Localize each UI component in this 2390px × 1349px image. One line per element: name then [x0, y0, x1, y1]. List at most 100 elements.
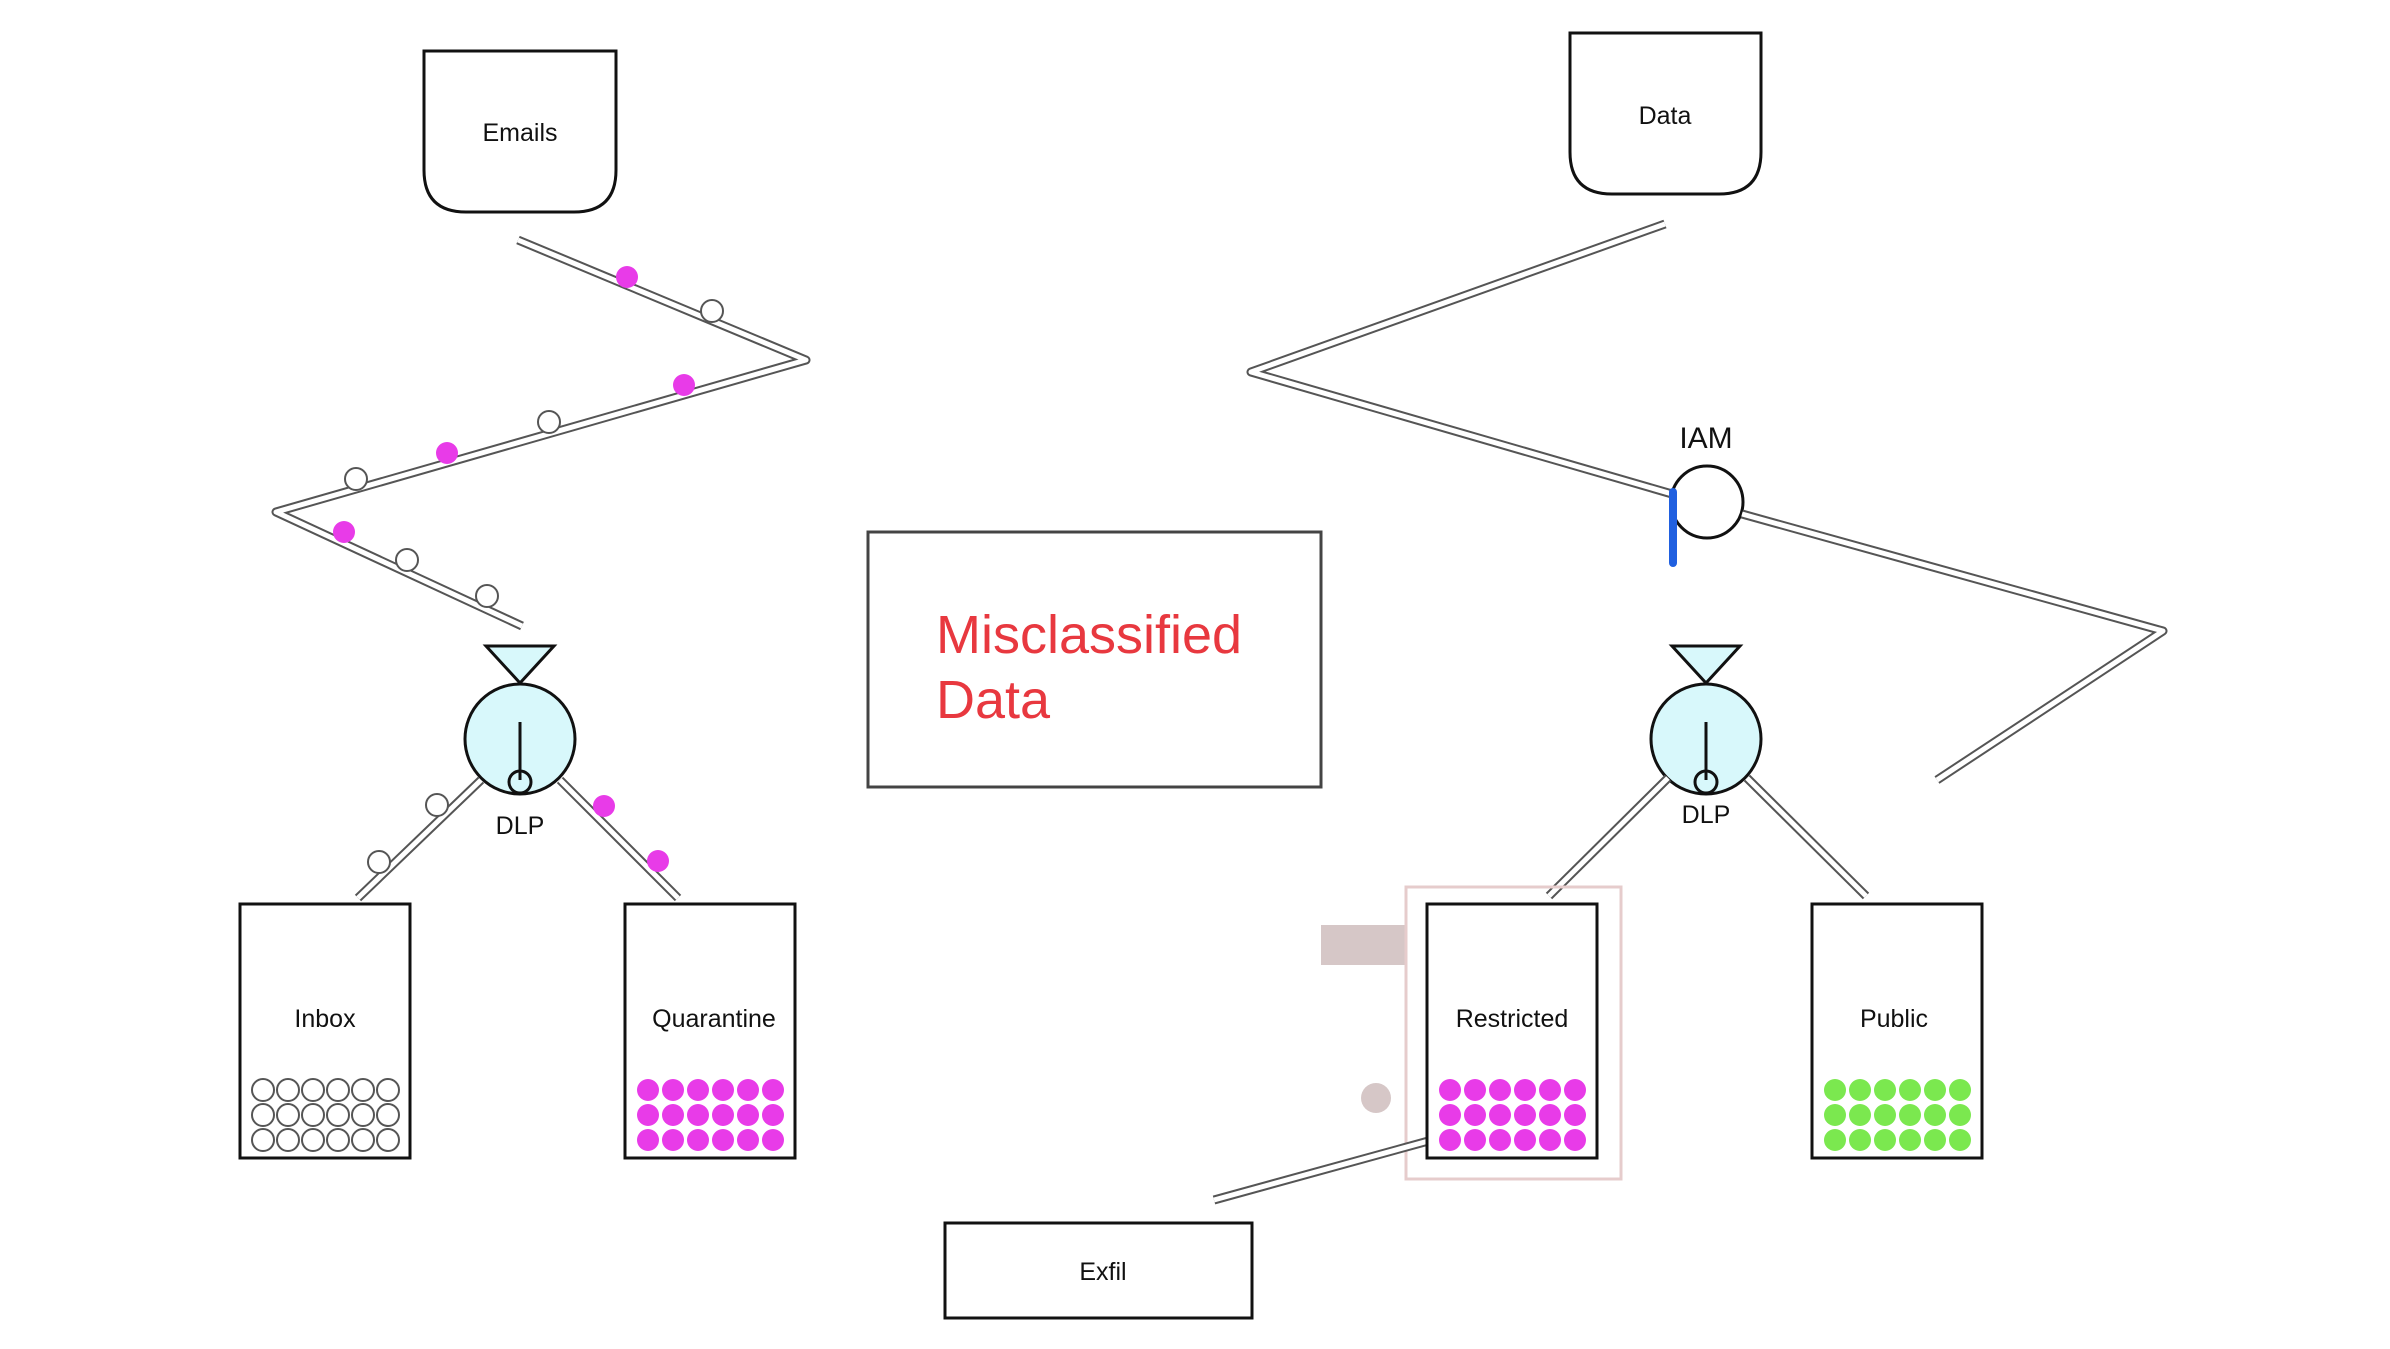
sensitive-ball: [1539, 1129, 1561, 1151]
sensitive-ball: [333, 521, 355, 543]
normal-ball: [376, 1103, 400, 1127]
normal-ball: [326, 1103, 350, 1127]
dlp-funnel-icon: [482, 644, 558, 686]
sensitive-ball: [737, 1079, 759, 1101]
public-ball: [1924, 1104, 1946, 1126]
sensitive-ball: [737, 1129, 759, 1151]
leak-marker: [1321, 925, 1407, 965]
public-ball: [1824, 1079, 1846, 1101]
right-pipeline: Data IAM DLP Restricted Public: [943, 31, 2168, 1320]
sensitive-ball: [1489, 1079, 1511, 1101]
dlp-label: DLP: [1682, 801, 1731, 829]
normal-ball: [351, 1078, 375, 1102]
sensitive-ball: [1439, 1079, 1461, 1101]
sensitive-ball: [712, 1104, 734, 1126]
data-source-label: Data: [1639, 102, 1692, 130]
sensitive-ball: [637, 1129, 659, 1151]
sensitive-ball: [737, 1104, 759, 1126]
data-source-box: [1568, 31, 1763, 196]
sensitive-ball: [1489, 1104, 1511, 1126]
public-ball: [1874, 1079, 1896, 1101]
public-ball: [1849, 1104, 1871, 1126]
normal-ball: [395, 548, 419, 572]
normal-ball: [425, 793, 449, 817]
public-ball: [1849, 1079, 1871, 1101]
sensitive-ball: [616, 266, 638, 288]
sensitive-ball: [1564, 1129, 1586, 1151]
exfil-label: Exfil: [1079, 1258, 1126, 1286]
normal-ball: [351, 1128, 375, 1152]
public-ball: [1849, 1129, 1871, 1151]
quarantine-label: Quarantine: [652, 1005, 776, 1033]
normal-ball: [537, 410, 561, 434]
normal-ball: [376, 1128, 400, 1152]
sensitive-ball: [687, 1079, 709, 1101]
public-ball: [1899, 1129, 1921, 1151]
normal-ball: [367, 850, 391, 874]
public-ball: [1874, 1129, 1896, 1151]
data-ramp-lower: [1740, 509, 2168, 784]
sensitive-ball: [673, 374, 695, 396]
sensitive-ball: [762, 1104, 784, 1126]
normal-ball: [251, 1078, 275, 1102]
normal-ball: [475, 584, 499, 608]
public-ball: [1924, 1129, 1946, 1151]
normal-ball: [301, 1078, 325, 1102]
dlp-funnel-icon: [1668, 644, 1744, 686]
normal-ball: [376, 1078, 400, 1102]
public-ball: [1924, 1079, 1946, 1101]
public-ball: [1824, 1104, 1846, 1126]
sensitive-ball: [662, 1104, 684, 1126]
normal-ball: [251, 1128, 275, 1152]
sensitive-ball: [687, 1104, 709, 1126]
normal-ball: [351, 1103, 375, 1127]
quarantine-balls: [637, 1079, 784, 1151]
dlp-pivot-icon: [507, 769, 533, 795]
sensitive-ball: [712, 1079, 734, 1101]
sensitive-ball: [1464, 1129, 1486, 1151]
inbox-label: Inbox: [294, 1005, 356, 1033]
sensitive-ball: [1439, 1104, 1461, 1126]
emails-ramp: [271, 235, 811, 631]
normal-ball: [301, 1103, 325, 1127]
normal-ball: [344, 467, 368, 491]
public-label: Public: [1860, 1005, 1928, 1033]
leaked-ball: [1361, 1083, 1391, 1113]
normal-ball: [301, 1128, 325, 1152]
restricted-label: Restricted: [1456, 1005, 1569, 1033]
normal-ball: [276, 1103, 300, 1127]
exfil-box: [943, 1221, 1254, 1320]
public-ball: [1949, 1129, 1971, 1151]
normal-ball: [251, 1103, 275, 1127]
normal-ball: [326, 1128, 350, 1152]
normal-ball: [700, 299, 724, 323]
data-ramp-upper: [1246, 219, 1674, 499]
sensitive-ball: [1464, 1104, 1486, 1126]
normal-ball: [276, 1128, 300, 1152]
sensitive-ball: [1489, 1129, 1511, 1151]
dlp-pivot-icon: [1693, 769, 1719, 795]
sensitive-ball: [637, 1079, 659, 1101]
sensitive-ball: [647, 850, 669, 872]
iam-label: IAM: [1679, 422, 1732, 455]
sensitive-ball: [1439, 1129, 1461, 1151]
public-ball: [1949, 1104, 1971, 1126]
sensitive-ball: [593, 795, 615, 817]
normal-ball: [326, 1078, 350, 1102]
emails-source-box: [422, 49, 618, 214]
sensitive-ball: [637, 1104, 659, 1126]
sensitive-ball: [1514, 1079, 1536, 1101]
normal-ball: [276, 1078, 300, 1102]
restricted-highlight: [1404, 885, 1623, 1181]
inbox-balls: [251, 1078, 400, 1152]
public-ball: [1874, 1104, 1896, 1126]
left-pipeline: Emails DLP Inbox: [238, 49, 811, 1160]
public-balls: [1824, 1079, 1971, 1151]
public-ball: [1899, 1079, 1921, 1101]
restricted-balls: [1439, 1079, 1586, 1151]
sensitive-ball: [1514, 1104, 1536, 1126]
sensitive-ball: [662, 1079, 684, 1101]
sensitive-ball: [1539, 1079, 1561, 1101]
